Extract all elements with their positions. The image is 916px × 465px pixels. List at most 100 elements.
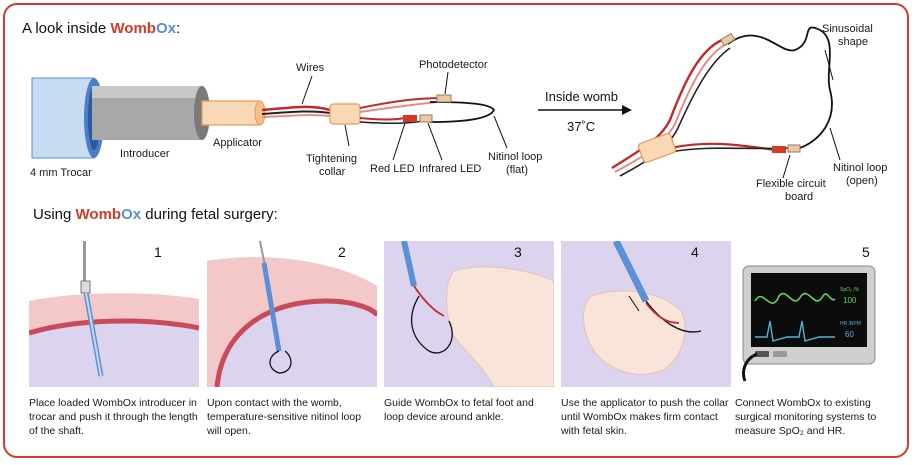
- wire-red: [645, 302, 680, 324]
- spo2-value: 100: [843, 296, 857, 305]
- step-3-caption: Guide WombOx to fetal foot and loop devi…: [384, 397, 534, 423]
- label-applicator: Applicator: [213, 137, 262, 149]
- nitinol-loop-open: [727, 26, 833, 149]
- label-board-1: Flexible circuit: [756, 178, 826, 190]
- wire-red: [261, 105, 331, 112]
- instrument-shaft: [259, 241, 266, 267]
- introducer-body: [92, 86, 202, 140]
- monitor-port-1: [755, 351, 769, 357]
- label-loop-flat-1: Nitinol loop: [488, 151, 542, 163]
- open-wire-upper-red: [611, 38, 723, 170]
- wire-to-ir-led: [359, 119, 429, 125]
- step-5-illustration: SpO₂ /% 100 HR /BPM 60: [742, 265, 876, 382]
- nitinol-loop: [645, 300, 702, 333]
- label-red-led: Red LED: [370, 163, 415, 175]
- applicator-tube: [401, 241, 417, 287]
- step-5-caption: Connect WombOx to existing surgical moni…: [735, 397, 877, 437]
- open-red-led: [772, 146, 786, 153]
- device-diagram: 4 mm Trocar Introducer Applicator Wires …: [30, 23, 887, 200]
- label-infrared-led: Infrared LED: [419, 163, 481, 175]
- nitinol-loop: [410, 295, 453, 354]
- monitor-cable: [742, 352, 758, 382]
- leader-loop-open: [829, 127, 841, 161]
- heading-suffix: during fetal surgery:: [141, 206, 278, 223]
- label-introducer: Introducer: [120, 148, 170, 160]
- womb-cavity: [217, 301, 377, 387]
- step-1-caption: Place loaded WombOx introducer in trocar…: [29, 397, 198, 437]
- monitor-screen: [751, 273, 867, 347]
- step-4-number: 4: [691, 244, 699, 260]
- brand-ox: Ox: [121, 206, 142, 223]
- hr-waveform: [755, 320, 835, 342]
- wire-to-red-led: [359, 117, 406, 121]
- label-loop-flat-2: (flat): [506, 164, 528, 176]
- applicator-body: [201, 100, 261, 126]
- brand-womb: Womb: [110, 20, 156, 37]
- introducer-highlight: [85, 292, 102, 377]
- section-heading-inside: A look inside WombOx:: [22, 20, 180, 37]
- heading-suffix: :: [175, 20, 181, 37]
- hr-label: HR /BPM: [840, 321, 861, 327]
- step-4-illustration: [561, 241, 731, 387]
- spo2-label: SpO₂ /%: [840, 287, 860, 293]
- label-temperature: 37˚C: [567, 119, 595, 134]
- instrument-shaft: [83, 241, 86, 281]
- open-wire-upper-black: [619, 47, 731, 177]
- wire-pink: [261, 114, 331, 118]
- hr-value: 60: [845, 330, 854, 339]
- brand-ox: Ox: [155, 20, 176, 37]
- leader-photodetector: [444, 71, 449, 95]
- transition-arrow-head: [622, 105, 632, 115]
- label-wires: Wires: [296, 62, 325, 74]
- wire-red: [413, 285, 445, 317]
- step-1-number: 1: [154, 244, 162, 260]
- nitinol-loop-opening: [269, 350, 292, 374]
- step-3-number: 3: [514, 244, 522, 260]
- photodetector: [436, 94, 452, 103]
- tightening-collar: [329, 103, 361, 125]
- monitor-port-2: [773, 351, 787, 357]
- label-loop-open-1: Nitinol loop: [833, 162, 887, 174]
- nitinol-loop-flat: [429, 101, 496, 123]
- leader-red-led: [392, 122, 406, 161]
- open-collar: [637, 133, 677, 163]
- label-sinusoidal-2: shape: [838, 36, 868, 48]
- label-loop-open-2: (open): [846, 175, 878, 187]
- heading-prefix: Using: [33, 206, 76, 223]
- spo2-waveform: [754, 292, 836, 304]
- wire-black: [261, 110, 331, 115]
- introducer-tube: [261, 262, 282, 352]
- step-2-illustration: [207, 241, 377, 387]
- fetal-foot: [583, 290, 686, 375]
- leader-wires: [301, 75, 313, 105]
- womb-membrane: [214, 298, 377, 387]
- push-arrow: [628, 295, 640, 312]
- open-photodetector: [720, 32, 736, 47]
- leader-board: [782, 154, 791, 179]
- trocar-port: [80, 280, 91, 294]
- label-board-2: board: [785, 191, 813, 200]
- step-5-number: 5: [862, 244, 870, 260]
- section-heading-usage: Using WombOx during fetal surgery:: [33, 206, 278, 223]
- red-led: [403, 115, 417, 122]
- leader-ir-led: [427, 122, 443, 161]
- step-2-caption: Upon contact with the womb, temperature-…: [207, 397, 362, 437]
- womb-membrane: [29, 318, 199, 336]
- label-sinusoidal-1: Sinusoidal: [822, 23, 873, 35]
- introducer-highlight: [92, 86, 202, 98]
- leader-loop-flat: [493, 115, 508, 149]
- open-wire-upper-pink: [614, 43, 727, 173]
- label-inside-womb: Inside womb: [545, 89, 618, 104]
- heading-prefix: A look inside: [22, 20, 111, 37]
- step-1-illustration: [29, 241, 199, 387]
- leader-sinusoidal: [824, 49, 834, 81]
- womb-cavity: [29, 319, 199, 387]
- fetal-foot: [446, 266, 554, 387]
- step-4-caption: Use the applicator to push the collar un…: [561, 397, 729, 437]
- brand-womb: Womb: [75, 206, 122, 223]
- label-collar-2: collar: [319, 166, 346, 178]
- leader-collar: [344, 124, 350, 147]
- label-collar-1: Tightening: [306, 153, 357, 165]
- figure-frame: [3, 3, 909, 458]
- open-ir-led: [787, 144, 801, 153]
